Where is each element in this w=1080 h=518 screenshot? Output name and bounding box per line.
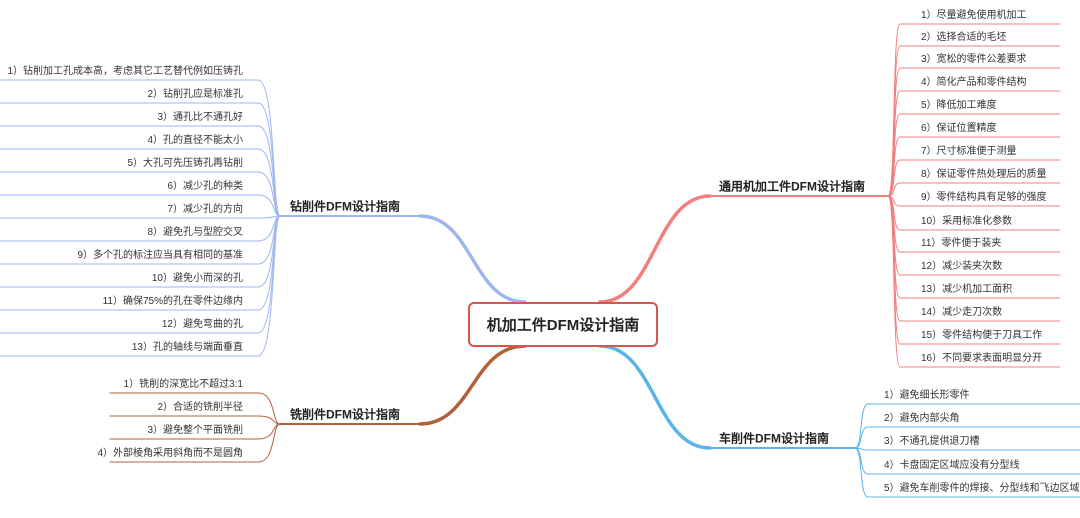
turning-item[interactable]: 3）不通孔提供退刀槽 [884, 436, 980, 447]
leaf-connector [257, 194, 281, 217]
milling-item[interactable]: 1）铣削的深宽比不超过3:1 [123, 379, 243, 390]
turning-item[interactable]: 4）卡盘固定区域应没有分型线 [884, 460, 1020, 471]
general-item[interactable]: 16）不同要求表面明显分开 [921, 353, 1043, 364]
leaf-connector [854, 426, 869, 449]
leaf-connector [854, 403, 869, 449]
general-item[interactable]: 5）降低加工难度 [921, 100, 997, 111]
turning-item[interactable]: 5）避免车削零件的焊接、分型线和飞边区域 [884, 483, 1080, 494]
central-topic[interactable]: 机加工件DFM设计指南 [468, 302, 658, 347]
leaf-connector [854, 447, 869, 475]
branch-title-milling[interactable]: 铣削件DFM设计指南 [290, 407, 400, 422]
general-item[interactable]: 4）简化产品和零件结构 [921, 77, 1027, 88]
drilling-item[interactable]: 11）确保75%的孔在零件边缘内 [102, 296, 243, 307]
general-item[interactable]: 10）采用标准化参数 [921, 216, 1013, 227]
leaf-connector [887, 182, 901, 197]
general-item[interactable]: 3）宽松的零件公差要求 [921, 54, 1027, 65]
main-branch-line [598, 194, 712, 304]
main-branch-line [418, 214, 527, 304]
leaf-connector [257, 392, 281, 425]
milling-item[interactable]: 3）避免整个平面铣削 [147, 425, 243, 436]
leaf-connector [854, 447, 869, 498]
general-item[interactable]: 12）减少装夹次数 [921, 261, 1003, 272]
central-topic-label: 机加工件DFM设计指南 [486, 317, 640, 334]
drilling-item[interactable]: 5）大孔可先压铸孔再钻削 [127, 158, 243, 169]
drilling-item[interactable]: 8）避免孔与型腔交叉 [147, 227, 243, 238]
general-item[interactable]: 9）零件结构具有足够的强度 [921, 192, 1047, 203]
general-item[interactable]: 6）保证位置精度 [921, 123, 997, 134]
general-item[interactable]: 14）减少走刀次数 [921, 307, 1003, 318]
leaf-connector [257, 423, 281, 463]
general-item[interactable]: 11）零件便于装夹 [921, 238, 1002, 249]
drilling-item[interactable]: 3）通孔比不通孔好 [157, 112, 243, 123]
leaf-connector [887, 136, 901, 197]
turning-item[interactable]: 1）避免细长形零件 [884, 390, 970, 401]
branch-title-turning[interactable]: 车削件DFM设计指南 [719, 431, 829, 446]
drilling-item[interactable]: 9）多个孔的标注应当具有相同的基准 [77, 250, 243, 261]
drilling-item[interactable]: 10）避免小而深的孔 [151, 273, 243, 284]
leaf-connector [887, 195, 901, 368]
general-item[interactable]: 1）尽量避免使用机加工 [921, 10, 1027, 21]
drilling-item[interactable]: 1）钻削加工孔成本高，考虑其它工艺替代例如压铸孔 [7, 66, 243, 77]
leaf-connector [257, 215, 281, 357]
general-item[interactable]: 15）零件结构便于刀具工作 [921, 330, 1043, 341]
drilling-item[interactable]: 13）孔的轴线与端面垂直 [131, 342, 243, 353]
general-item[interactable]: 13）减少机加工面积 [921, 284, 1013, 295]
milling-item[interactable]: 2）合适的铣削半径 [157, 402, 243, 413]
drilling-item[interactable]: 12）避免弯曲的孔 [161, 319, 243, 330]
general-item[interactable]: 7）尺寸标准便于测量 [921, 146, 1017, 157]
turning-item[interactable]: 2）避免内部尖角 [884, 413, 960, 424]
branch-title-general[interactable]: 通用机加工件DFM设计指南 [719, 179, 865, 194]
leaf-connector [257, 415, 281, 425]
drilling-item[interactable]: 6）减少孔的种类 [167, 181, 243, 192]
drilling-item[interactable]: 7）减少孔的方向 [167, 204, 243, 215]
drilling-item[interactable]: 4）孔的直径不能太小 [147, 135, 243, 146]
main-branch-line [598, 344, 712, 450]
branch-title-drilling[interactable]: 钻削件DFM设计指南 [290, 199, 400, 214]
leaf-connector [887, 159, 901, 197]
main-branch-line [418, 344, 527, 426]
general-item[interactable]: 8）保证零件热处理后的质量 [921, 169, 1047, 180]
milling-item[interactable]: 4）外部棱角采用斜角而不是圆角 [97, 448, 243, 459]
drilling-item[interactable]: 2）钻削孔应是标准孔 [147, 89, 243, 100]
general-item[interactable]: 2）选择合适的毛坯 [921, 32, 1007, 43]
